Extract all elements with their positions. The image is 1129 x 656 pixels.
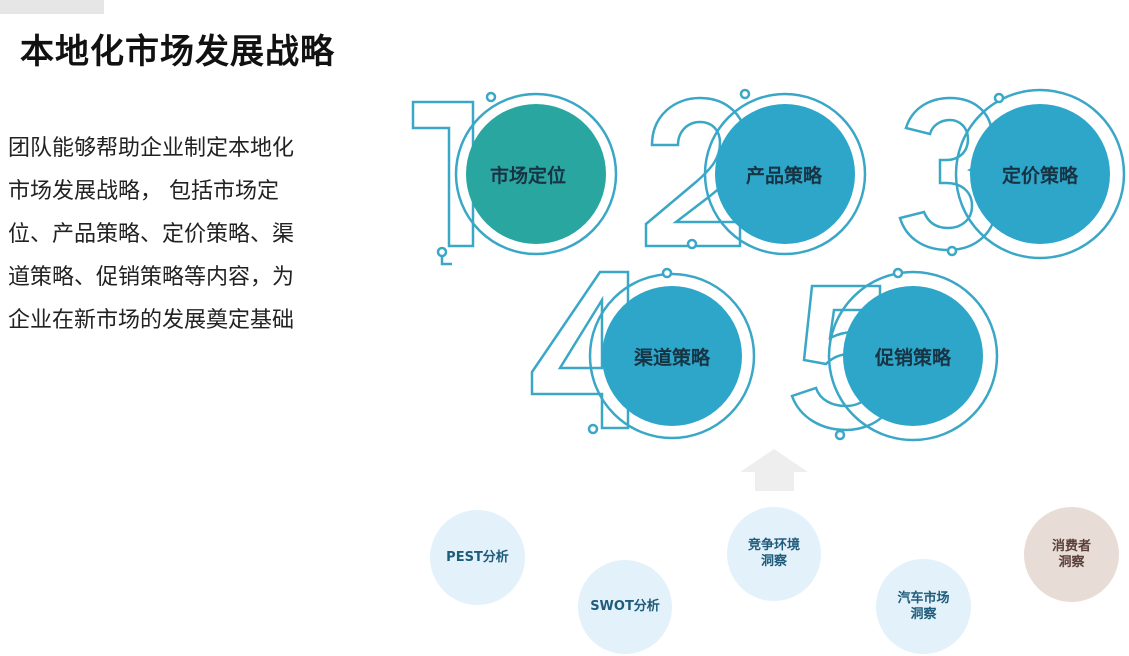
step-5-ring bbox=[827, 270, 999, 442]
description-text: 团队能够帮助企业制定本地化市场发展战略， 包括市场定位、产品策略、定价策略、渠道… bbox=[8, 136, 295, 333]
step-2-number-outline bbox=[644, 96, 748, 248]
step-3-node bbox=[946, 245, 958, 257]
step-5-circle bbox=[843, 286, 983, 426]
step-1-ring bbox=[454, 92, 618, 256]
step-1-number-outline bbox=[411, 100, 475, 248]
step-3-node-top bbox=[993, 92, 1005, 104]
step-3-circle bbox=[970, 104, 1110, 244]
step-4: 渠道策略 bbox=[530, 267, 756, 440]
step-4-circle bbox=[602, 286, 742, 426]
step-2-node-top bbox=[739, 88, 751, 100]
step-1: 市场定位 bbox=[411, 91, 618, 266]
step-5-label: 促销策略 bbox=[874, 346, 952, 369]
bubble-competition: 竞争环境 洞察 bbox=[727, 507, 821, 601]
step-1-label: 市场定位 bbox=[490, 164, 566, 187]
page-title: 本地化市场发展战略 bbox=[20, 32, 335, 72]
bubble-consumer: 消费者 洞察 bbox=[1024, 507, 1119, 602]
step-3-ring bbox=[954, 88, 1126, 260]
step-5-node-top bbox=[892, 267, 904, 279]
step-5-node bbox=[834, 429, 846, 441]
bubble-pest: PEST分析 bbox=[430, 510, 525, 605]
bubble-auto-market: 汽车市场 洞察 bbox=[876, 559, 971, 654]
up-arrow-icon bbox=[740, 449, 808, 491]
top-decor-bar bbox=[0, 0, 104, 14]
step-2-ring bbox=[703, 92, 867, 256]
step-1-node-top bbox=[485, 91, 497, 103]
step-2: 产品策略 bbox=[644, 88, 867, 256]
bubble-swot: SWOT分析 bbox=[578, 560, 672, 654]
step-3: 定价策略 bbox=[898, 88, 1126, 260]
step-2-node bbox=[686, 238, 698, 250]
step-3-label: 定价策略 bbox=[1002, 164, 1079, 187]
step-2-circle bbox=[715, 104, 855, 244]
step-4-node-top bbox=[661, 267, 673, 279]
step-1-circle bbox=[466, 104, 606, 244]
step-1-node bbox=[436, 246, 448, 258]
step-4-label: 渠道策略 bbox=[634, 346, 711, 369]
step-5: 促销策略 bbox=[790, 267, 999, 442]
step-4-node bbox=[587, 423, 599, 435]
step-2-label: 产品策略 bbox=[746, 164, 823, 187]
